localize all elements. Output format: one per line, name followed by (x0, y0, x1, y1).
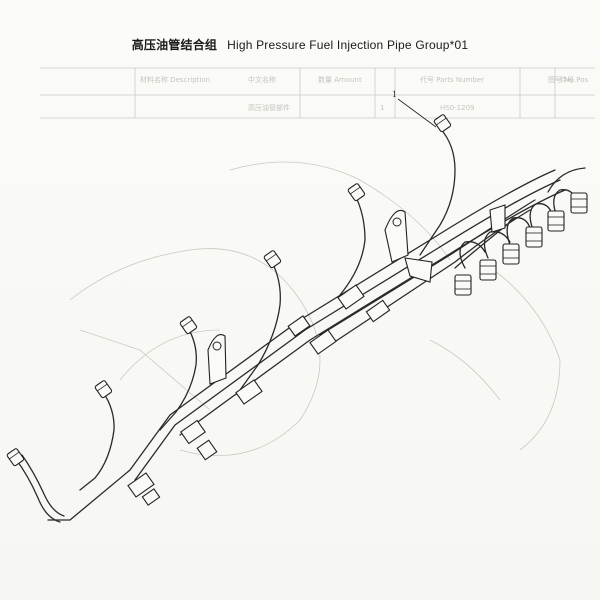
faint-header-value: 高压油管部件 (248, 103, 290, 112)
faint-header-value: HS0-1209 (440, 104, 475, 112)
pump-nuts (454, 192, 588, 296)
mounting-brackets (207, 204, 506, 385)
faint-header-cell: 图号 No. (548, 76, 576, 84)
faint-header-cell: 中文名称 (248, 75, 276, 84)
title-english: High Pressure Fuel Injection Pipe Group*… (227, 38, 469, 52)
pipe-clamps (127, 284, 391, 506)
rail-loops (459, 167, 586, 269)
faint-header-cell: 数量 Amount (318, 75, 362, 84)
callout-1: 1 (392, 89, 437, 128)
faint-engine-outline (69, 161, 561, 457)
faint-header-value: 1 (380, 104, 384, 112)
injector-branches (14, 127, 456, 523)
page-title: 高压油管结合组 High Pressure Fuel Injection Pipe… (0, 36, 600, 53)
faint-header-cell: 材料名称 Description (140, 75, 210, 84)
faint-header-cell: 代号 Parts Number (420, 75, 484, 84)
faint-header-cell: 件号 Pos (560, 75, 588, 84)
faint-header-table: 图号 No. 材料名称 Description 中文名称 数量 Amount 代… (40, 67, 595, 119)
title-chinese: 高压油管结合组 (131, 38, 218, 52)
injector-nuts (6, 114, 452, 467)
callout-number: 1 (392, 89, 397, 99)
